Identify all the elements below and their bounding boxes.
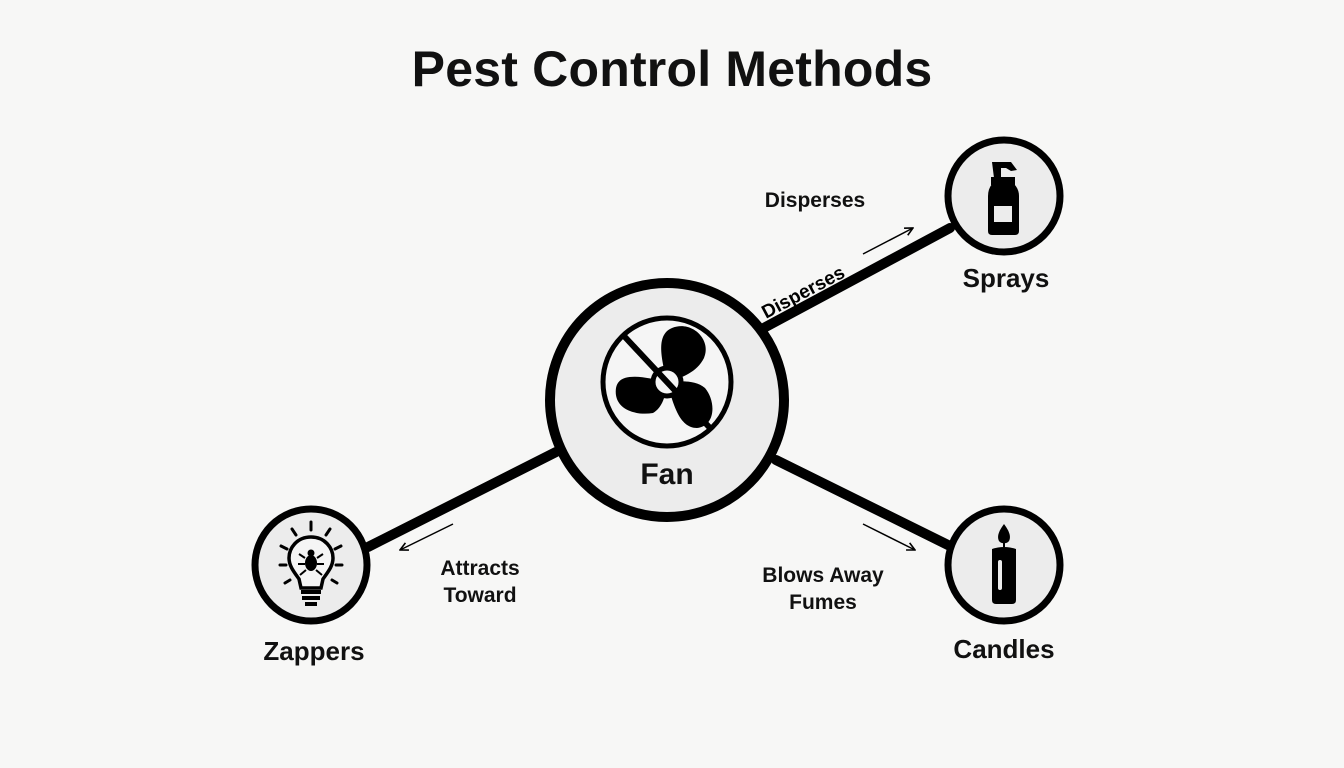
arrow-to-sprays [862, 228, 913, 255]
node-label-zappers: Zappers [263, 636, 365, 666]
diagram-title: Pest Control Methods [411, 41, 933, 97]
spray-bottle-icon [988, 162, 1019, 235]
node-candles [944, 505, 1064, 625]
candle-icon [992, 524, 1016, 604]
edge-fan-zappers [363, 447, 561, 552]
bulb-with-bug-icon [278, 520, 344, 606]
arrow-to-candles [862, 523, 915, 550]
edge-fan-candles [771, 455, 955, 551]
center-node-fan [545, 278, 789, 522]
arrow-to-zappers [400, 523, 454, 550]
node-zappers [251, 505, 371, 625]
edge-label-zappers: Attracts Toward [440, 557, 520, 607]
edge-fan-sprays [755, 223, 955, 335]
node-sprays [944, 136, 1064, 256]
node-label-candles: Candles [953, 634, 1055, 664]
node-label-sprays: Sprays [962, 263, 1050, 293]
center-label: Fan [640, 458, 694, 491]
edge-label-candles: Blows Away Fumes [762, 564, 884, 614]
edge-label-sprays: Disperses [764, 189, 866, 212]
crossed-out-fan-icon [600, 315, 734, 449]
